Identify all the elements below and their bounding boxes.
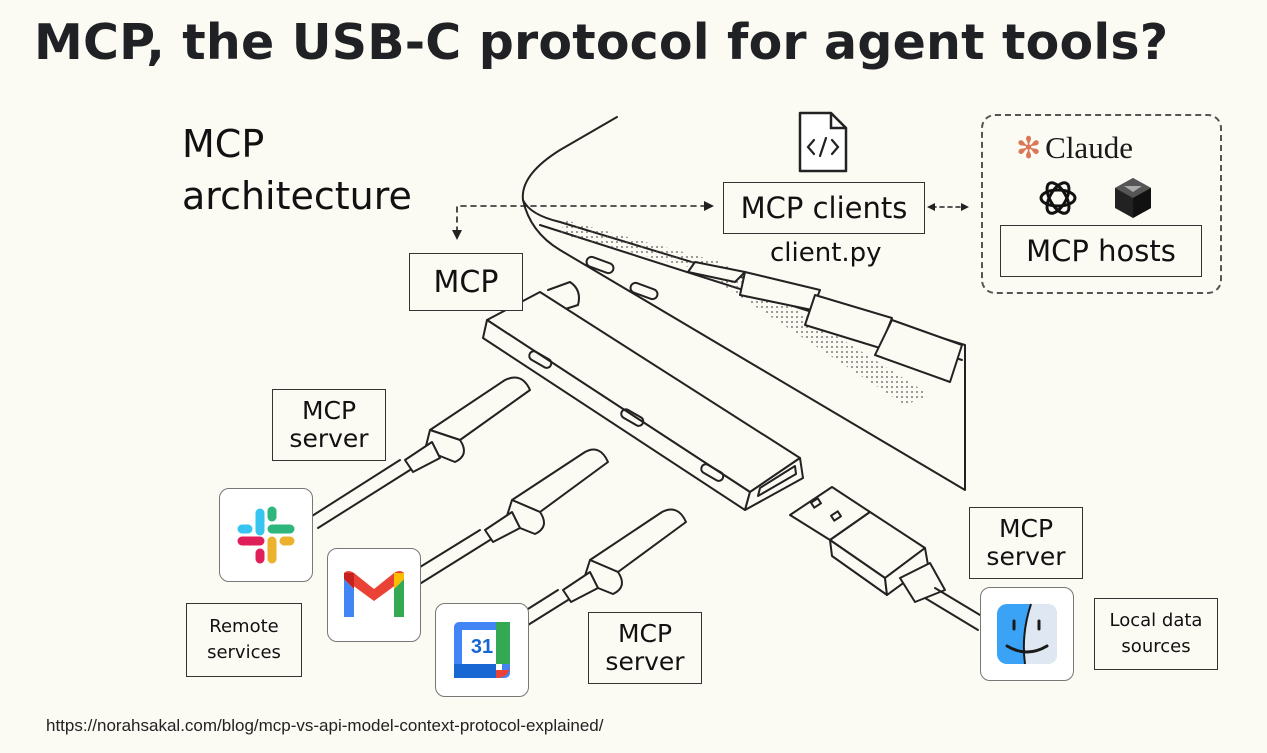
mcp-label-text: MCP: [433, 264, 499, 300]
openai-icon: [1039, 181, 1077, 215]
finder-app-tile: [980, 587, 1074, 681]
gmail-icon: [344, 571, 404, 617]
code-file-icon: [798, 111, 848, 173]
claude-logo: ✻ Claude: [1016, 130, 1133, 166]
local-line1: Local data: [1109, 610, 1203, 631]
slack-icon: [237, 506, 295, 564]
gmail-app-tile: [327, 548, 421, 642]
mcp-clients-label: MCP clients: [723, 182, 925, 234]
architecture-heading: MCP architecture: [182, 118, 412, 222]
calendar-day: 31: [470, 636, 494, 658]
remote-services-label: Remote services: [186, 603, 302, 677]
finder-icon: [997, 603, 1057, 665]
calendar-app-tile: 31: [435, 603, 529, 697]
client-file-label: client.py: [770, 238, 882, 268]
server-top-line2: server: [289, 424, 369, 453]
mcp-server-label-bottom: MCP server: [588, 612, 702, 684]
mcp-clients-text: MCP clients: [740, 191, 908, 225]
local-data-sources-label: Local data sources: [1094, 598, 1218, 670]
mcp-hosts-text: MCP hosts: [1026, 234, 1176, 268]
source-url[interactable]: https://norahsakal.com/blog/mcp-vs-api-m…: [46, 716, 604, 735]
remote-line1: Remote: [209, 616, 279, 637]
heading-line2: architecture: [182, 174, 412, 218]
cube-app-icon: [1115, 178, 1151, 218]
google-calendar-icon: [454, 622, 510, 678]
mcp-label: MCP: [409, 253, 523, 311]
server-right-line1: MCP: [998, 514, 1054, 543]
server-bottom-line2: server: [605, 647, 685, 676]
mcp-hosts-label: MCP hosts: [1000, 225, 1202, 277]
mcp-server-label-right: MCP server: [969, 507, 1083, 579]
mcp-hosts-group: [981, 114, 1222, 294]
slide-title: MCP, the USB-C protocol for agent tools?: [34, 14, 1169, 71]
claude-wordmark: Claude: [1045, 130, 1133, 165]
mcp-server-label-top: MCP server: [272, 389, 386, 461]
heading-line1: MCP: [182, 122, 265, 166]
slack-app-tile: [219, 488, 313, 582]
server-top-line1: MCP: [301, 396, 357, 425]
remote-line2: services: [207, 642, 281, 663]
server-bottom-line1: MCP: [617, 619, 673, 648]
claude-sparkle-icon: ✻: [1016, 131, 1042, 165]
local-line2: sources: [1121, 636, 1191, 657]
server-right-line2: server: [986, 542, 1066, 571]
